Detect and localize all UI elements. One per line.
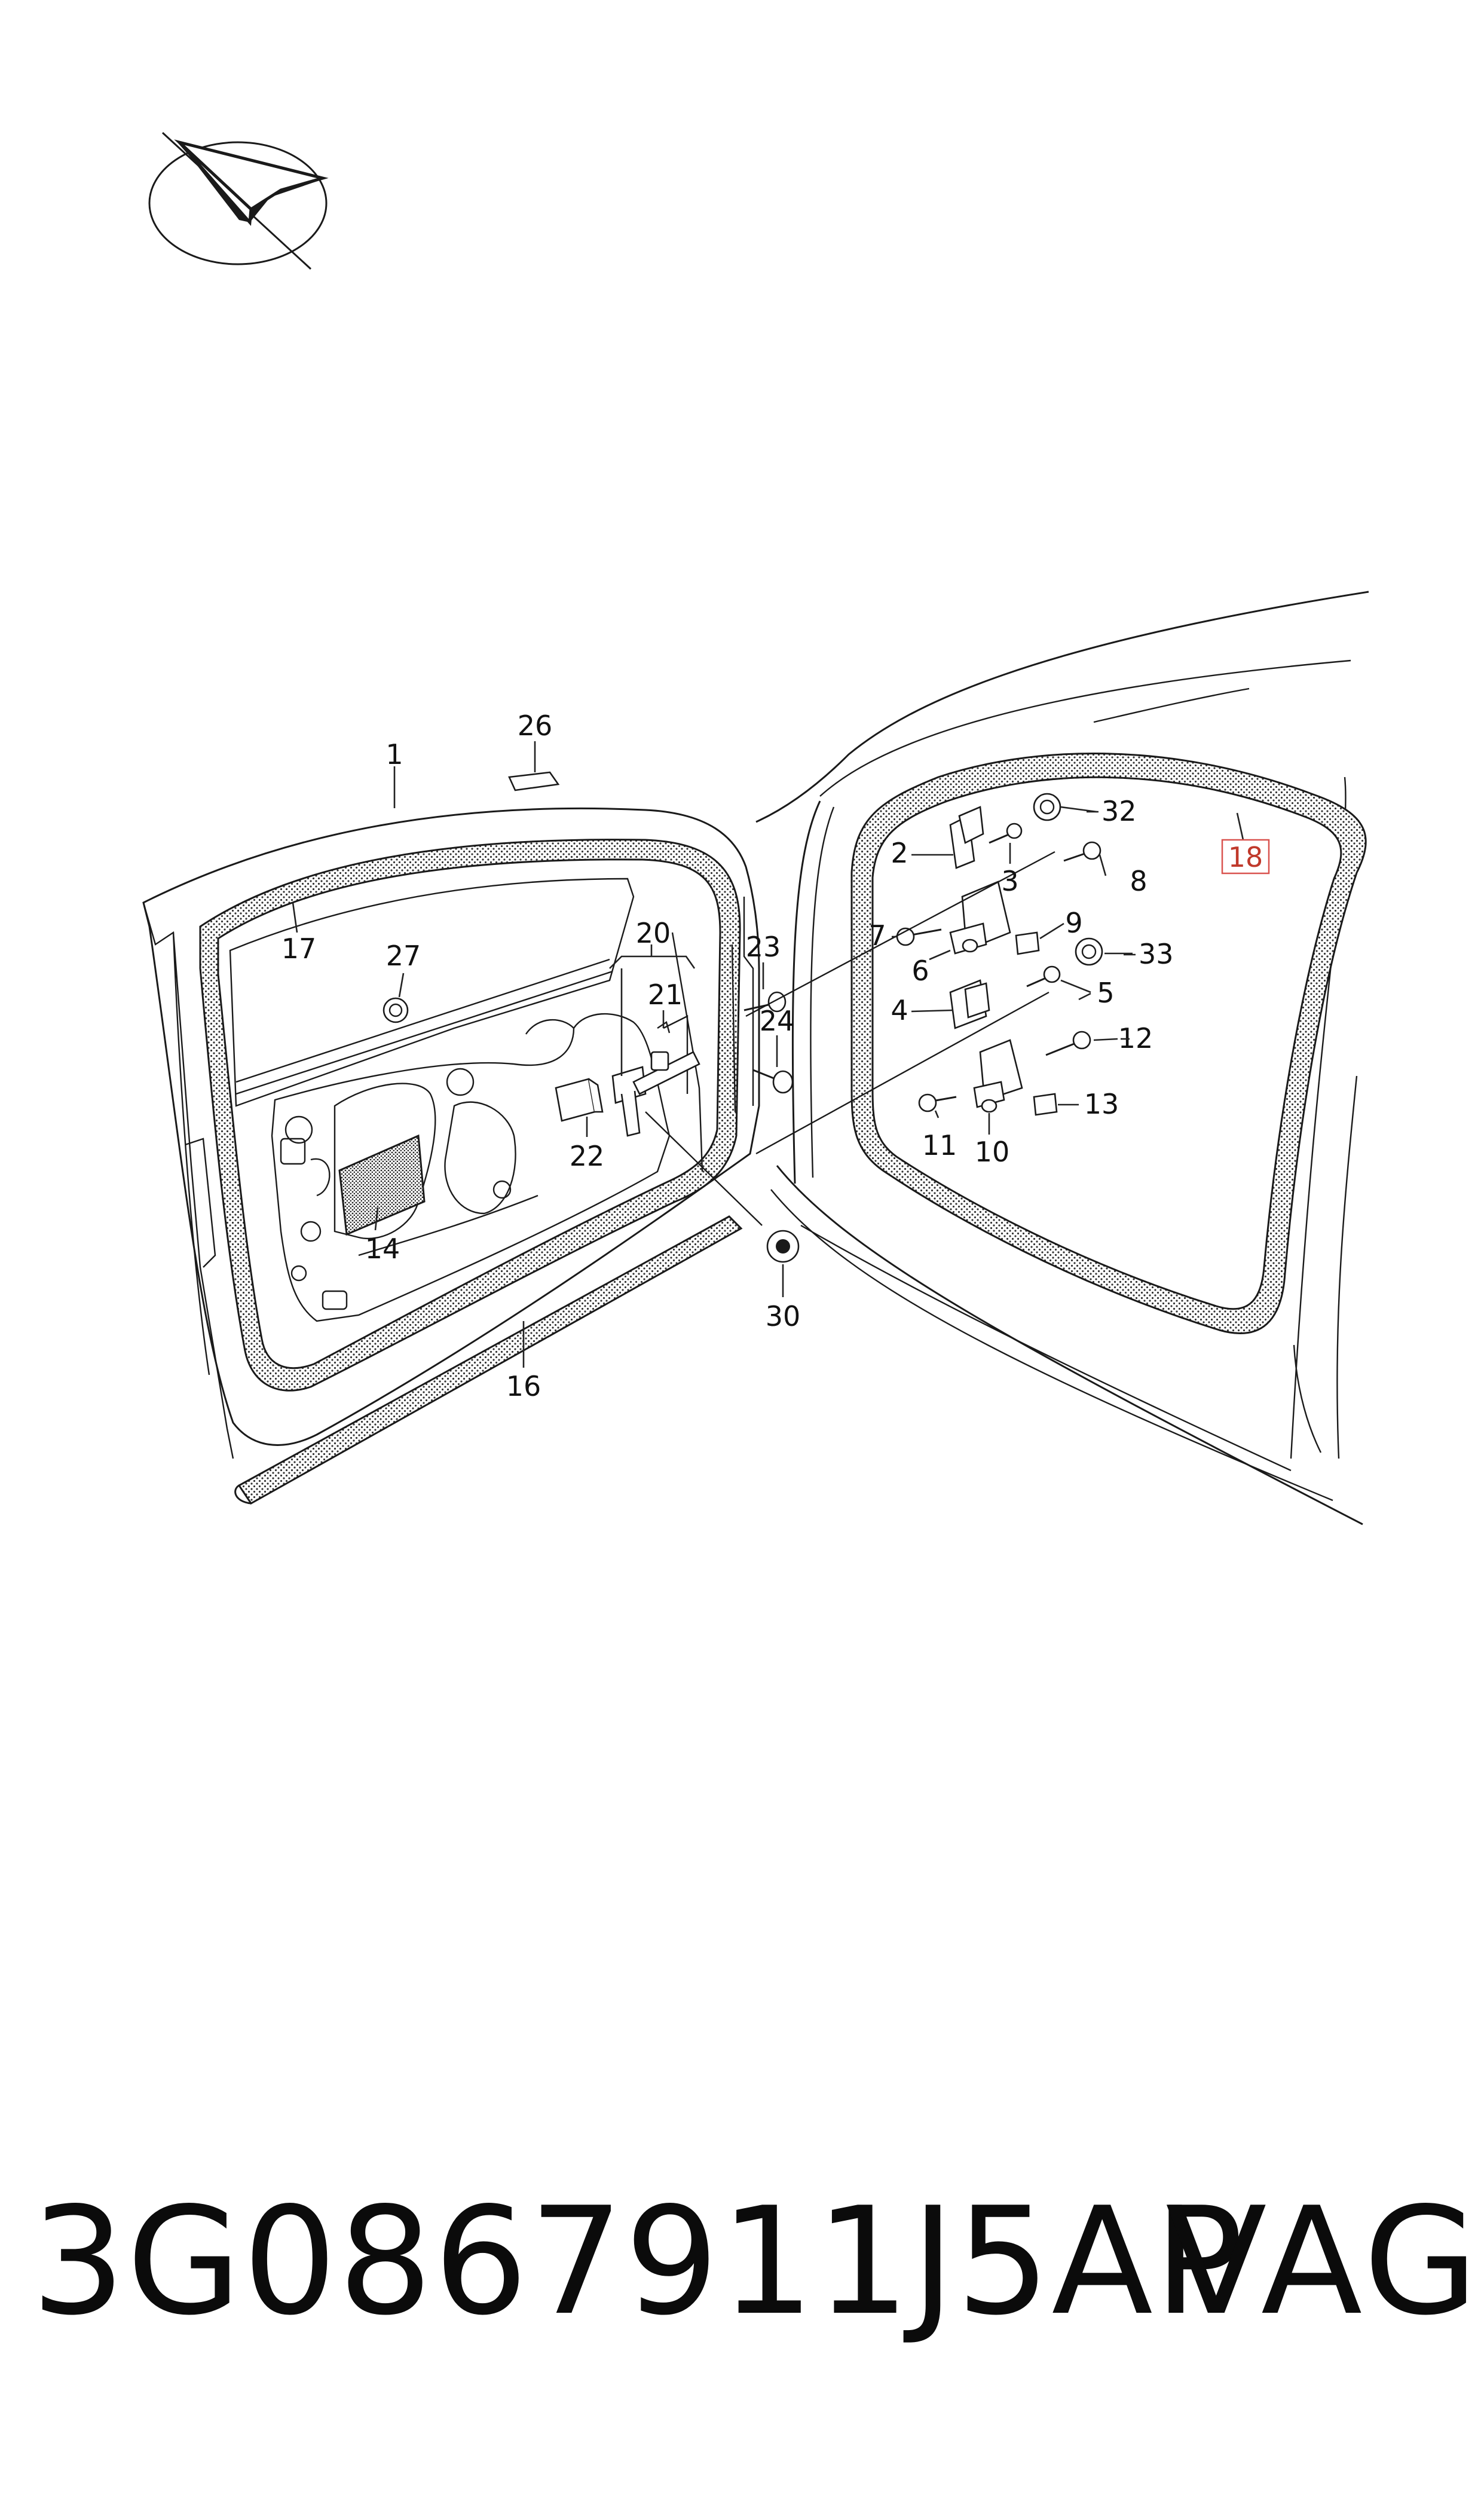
callout-6: 6 xyxy=(911,955,929,987)
callout-leaders xyxy=(292,741,1244,1368)
part-number: 3G0867911J5AP xyxy=(31,2176,1245,2348)
callout-13: 13 xyxy=(1084,1088,1119,1120)
callout-16: 16 xyxy=(506,1370,541,1402)
door-label-sticker xyxy=(508,771,560,791)
check-strap-bracket xyxy=(555,1078,604,1122)
callout-4: 4 xyxy=(891,994,908,1026)
callout-26: 26 xyxy=(518,710,553,742)
callout-7: 7 xyxy=(868,919,886,952)
hinge-bolt-11 xyxy=(918,1093,957,1112)
hinge-nut-32 xyxy=(1033,793,1061,821)
callout-23: 23 xyxy=(746,931,781,963)
callout-24: 24 xyxy=(760,1005,795,1037)
callout-17: 17 xyxy=(281,933,317,965)
callout-27: 27 xyxy=(386,940,421,972)
door-check-strap xyxy=(611,1021,700,1137)
callout-3: 3 xyxy=(1001,865,1018,897)
brand-name: VAG xyxy=(1165,2176,1482,2348)
hinge-nut-33 xyxy=(1075,937,1103,966)
blanking-plug xyxy=(766,1230,800,1263)
callout-32: 32 xyxy=(1101,795,1137,827)
insulation-pad xyxy=(338,1134,426,1236)
callout-8: 8 xyxy=(1130,865,1147,897)
callout-numbers: 1 2 3 4 5 6 7 8 9 10 11 12 13 14 16 17 1… xyxy=(281,710,1263,1402)
orientation-logo-icon xyxy=(148,132,329,270)
callout-22: 22 xyxy=(570,1140,605,1172)
lower-hinge xyxy=(949,979,1023,1113)
callout-5: 5 xyxy=(1097,977,1114,1009)
door-opening-seal xyxy=(850,753,1367,1334)
callout-9: 9 xyxy=(1065,907,1082,939)
callout-20: 20 xyxy=(636,917,671,949)
callout-21: 21 xyxy=(648,979,683,1011)
callout-33: 33 xyxy=(1139,938,1174,970)
hinge-cap-9 xyxy=(1015,931,1040,955)
hinge-bolt-7 xyxy=(896,927,942,946)
callout-14: 14 xyxy=(365,1233,400,1265)
hinge-bolt-5 xyxy=(1026,965,1061,988)
callout-2: 2 xyxy=(891,837,908,869)
callout-1: 1 xyxy=(385,738,403,771)
hinge-bolt-12 xyxy=(1045,1031,1091,1056)
hinge-bolt-3 xyxy=(989,823,1023,844)
grommet xyxy=(383,997,409,1023)
callout-dashes xyxy=(1078,811,1136,1040)
assembly-guide-lines xyxy=(645,851,1055,1226)
upper-hinge xyxy=(949,806,1011,955)
bolt-24 xyxy=(752,1069,794,1094)
hinge-bolt-8 xyxy=(1063,841,1101,862)
callout-10: 10 xyxy=(975,1136,1010,1168)
hinge-cap-13 xyxy=(1033,1093,1058,1116)
door-sill-trim-strip xyxy=(234,1215,743,1505)
front-door-assembly xyxy=(142,807,760,1459)
callout-11: 11 xyxy=(922,1129,957,1161)
highlight-box-18 xyxy=(1221,839,1270,875)
callout-30: 30 xyxy=(766,1300,801,1332)
callout-18: 18 xyxy=(1228,841,1263,873)
